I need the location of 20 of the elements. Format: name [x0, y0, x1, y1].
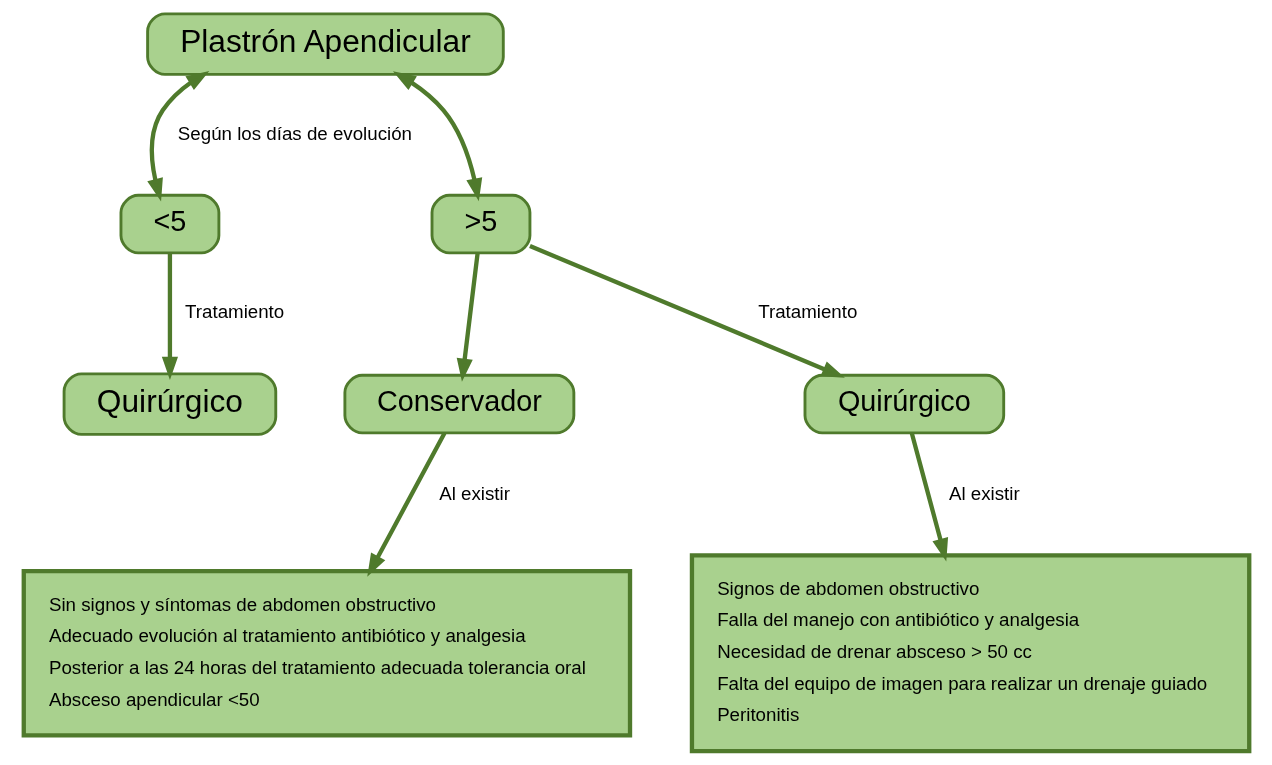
- arrow: [392, 71, 482, 202]
- node-box: Quirúrgico: [803, 373, 1005, 435]
- node-box: >5: [430, 193, 531, 255]
- arrow: [909, 432, 948, 562]
- arrow: [456, 252, 480, 382]
- node-box: Signos de abdomen obstructivo Falla del manejo con antibiótico y analgesia Necesidad de drenar absceso > 50 cc Falta del equipo de imagen para realizar un drenaje guiado Peritonitis: [689, 553, 1251, 754]
- node-box: <5: [119, 193, 220, 255]
- edge-label: Tratamiento: [184, 301, 284, 323]
- node-box: Sin signos y síntomas de abdomen obstructivo Adecuado evolución al tratamiento antibiótico y analgesia Posterior a las 24 horas del tratamiento adecuada tolerancia oral Absceso apendicular <50: [21, 569, 632, 738]
- edge-label: Según los días de evolución: [177, 122, 412, 144]
- edge-label: Al existir: [438, 482, 510, 504]
- arrow: [366, 432, 446, 577]
- node-box: Conservador: [342, 373, 575, 435]
- edge-label: Tratamiento: [757, 301, 857, 323]
- arrow: [161, 253, 178, 380]
- arrow: [146, 71, 209, 202]
- node-box: Quirúrgico: [62, 372, 277, 436]
- node-box: Plastrón Apendicular: [145, 12, 505, 76]
- arrow: [528, 244, 845, 378]
- edge-label: Al existir: [948, 482, 1020, 504]
